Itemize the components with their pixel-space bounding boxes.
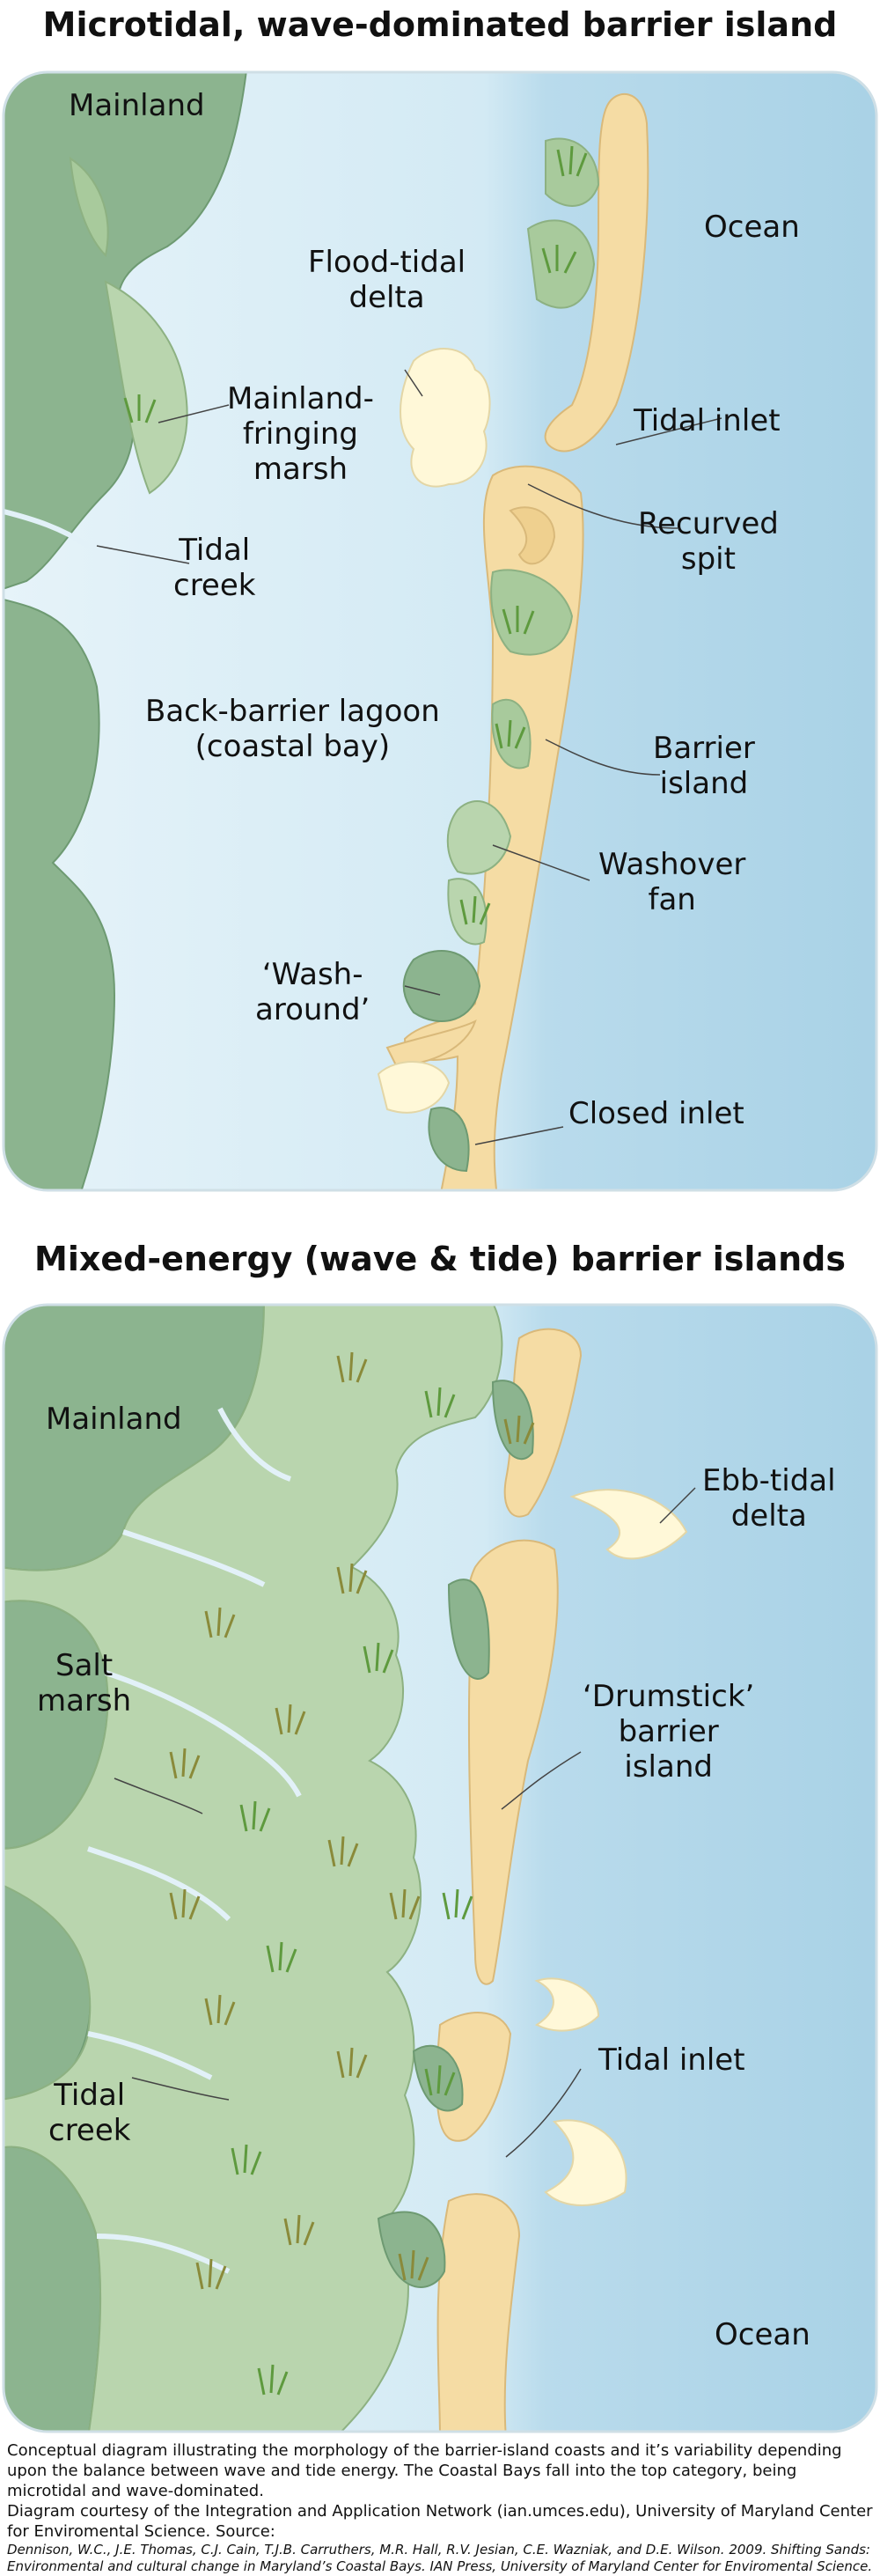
top-panel-title: Microtidal, wave-dominated barrier islan… xyxy=(42,5,838,44)
top-barrier-upper xyxy=(544,92,649,453)
bottom-diagram-panel xyxy=(0,1303,880,2439)
bottom-label-ocean: Ocean xyxy=(715,2317,810,2352)
bottom-label-tidal-creek: Tidal creek xyxy=(48,2078,131,2149)
top-label-wash-around: ‘Wash- around’ xyxy=(255,957,370,1028)
top-label-mainland: Mainland xyxy=(69,88,205,123)
top-label-closed-inlet: Closed inlet xyxy=(568,1096,744,1131)
bottom-marsh-creeks xyxy=(87,1407,302,2274)
bottom-label-tidal-inlet: Tidal inlet xyxy=(598,2042,745,2078)
bottom-salt-marsh xyxy=(4,1305,503,2432)
top-label-mainland-fringing-marsh: Mainland- fringing marsh xyxy=(227,381,374,488)
figure-caption: Conceptual diagram illustrating the morp… xyxy=(7,2440,873,2576)
top-recurved-spit xyxy=(509,506,556,565)
top-marsh-patch xyxy=(69,156,109,258)
bottom-grass xyxy=(169,1351,535,2396)
bottom-ebb-delta-3 xyxy=(544,2119,627,2206)
bottom-label-salt-marsh: Salt marsh xyxy=(37,1648,132,1719)
top-label-flood-tidal-delta: Flood-tidal delta xyxy=(308,245,466,316)
top-marsh-barrier-3 xyxy=(447,878,488,946)
bottom-barrier-4 xyxy=(436,2193,521,2432)
bottom-label-ebb-tidal-delta: Ebb-tidal delta xyxy=(702,1463,836,1535)
top-closed-inlet xyxy=(428,1107,470,1173)
bottom-marsh-drum xyxy=(447,1579,490,1680)
top-grass xyxy=(123,145,588,925)
top-flood-tidal-delta xyxy=(400,348,491,488)
top-label-tidal-inlet: Tidal inlet xyxy=(634,403,781,438)
top-marsh-barrier-2 xyxy=(491,698,532,769)
bottom-diagram-svg xyxy=(2,1303,878,2433)
bottom-marsh-b1 xyxy=(491,1380,534,1461)
top-label-back-barrier-lagoon: Back-barrier lagoon (coastal bay) xyxy=(145,694,440,765)
caption-main: Conceptual diagram illustrating the morp… xyxy=(7,2441,842,2501)
top-label-tidal-creek: Tidal creek xyxy=(173,533,256,604)
top-panel-border xyxy=(2,70,878,1192)
caption-citation: Dennison, W.C., J.E. Thomas, C.J. Cain, … xyxy=(7,2542,873,2575)
top-label-recurved-spit: Recurved spit xyxy=(638,506,779,578)
top-label-ocean: Ocean xyxy=(704,210,800,245)
bottom-marsh-b4 xyxy=(377,2211,446,2288)
top-diagram-svg xyxy=(2,70,878,1192)
bottom-panel-title: Mixed-energy (wave & tide) barrier islan… xyxy=(34,1240,846,1278)
bottom-panel-border xyxy=(2,1303,878,2433)
bottom-leaders xyxy=(114,1487,696,2158)
top-label-washover-fan: Washover fan xyxy=(598,847,746,918)
top-tidal-creek xyxy=(4,508,90,548)
bottom-ebb-delta-2 xyxy=(534,1977,600,2032)
bottom-label-drumstick: ‘Drumstick’ barrier island xyxy=(583,1679,755,1785)
top-wash-around xyxy=(402,950,481,1022)
top-mainland-lower xyxy=(4,597,116,1190)
bottom-label-mainland: Mainland xyxy=(46,1402,182,1437)
top-closed-inlet-delta xyxy=(377,1061,451,1114)
top-leaders xyxy=(96,369,722,1145)
top-diagram-panel xyxy=(0,70,880,1197)
top-label-barrier-island: Barrier island xyxy=(653,731,755,802)
top-marsh-upper-2 xyxy=(526,219,596,309)
caption-credit: Diagram courtesy of the Integration and … xyxy=(7,2502,873,2542)
top-washover-fan xyxy=(446,800,512,875)
bottom-ebb-delta-1 xyxy=(569,1489,688,1560)
